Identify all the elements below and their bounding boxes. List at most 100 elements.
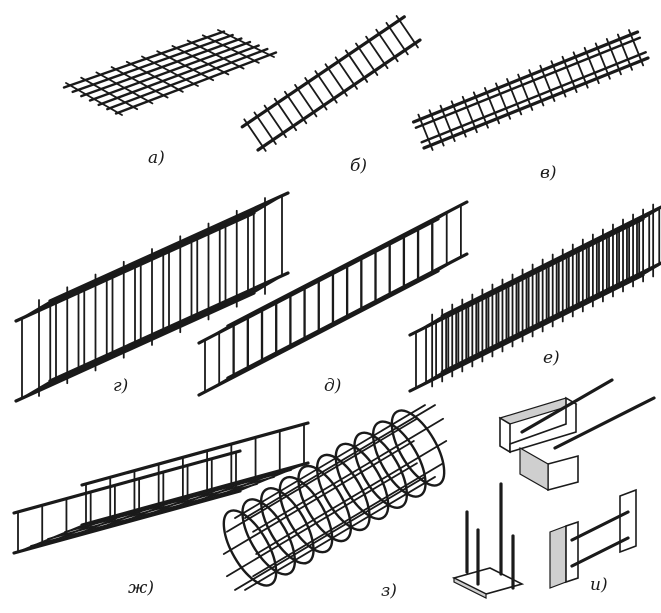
mesh-transverse-bar <box>171 45 230 76</box>
spiral-turn <box>390 409 446 487</box>
channel-top-face <box>498 397 578 425</box>
cage-longitudinal-bar <box>440 205 661 318</box>
u-cage-top-bar <box>12 449 242 515</box>
u-cage-stirrup <box>17 523 87 553</box>
u-cage-stirrup <box>235 463 305 493</box>
frame-transverse-bar <box>365 35 389 70</box>
side-plate-edge <box>549 525 567 589</box>
frame-longitudinal-bar <box>422 56 650 150</box>
spiral-turn <box>278 475 334 554</box>
frame-transverse-bar <box>594 42 611 80</box>
label-e: е) <box>543 348 560 368</box>
spatial-cage-e <box>408 203 661 393</box>
spiral-turn <box>353 431 409 509</box>
u-cage-stirrup <box>138 489 209 520</box>
frame-transverse-bar <box>550 60 567 98</box>
frame-transverse-bar <box>539 64 556 102</box>
frame-transverse-bar <box>528 69 545 107</box>
label-i: и) <box>590 575 608 595</box>
frame-transverse-bar <box>506 78 523 116</box>
anchor-rod <box>570 536 630 568</box>
mesh-transverse-bar <box>156 50 215 82</box>
frame-transverse-bar <box>616 33 633 71</box>
spiral-turn <box>371 420 427 498</box>
u-cage-stirrup <box>89 503 160 533</box>
mesh-longitudinal-bar <box>114 51 278 115</box>
embedded-parts-i <box>451 378 656 599</box>
frame-transverse-bar <box>314 70 338 104</box>
channel-bottom <box>509 396 577 454</box>
flat-mesh-a <box>62 29 278 116</box>
frame-transverse-bar <box>334 56 358 90</box>
frame-transverse-bar <box>243 118 267 152</box>
frame-transverse-bar <box>483 87 500 125</box>
anchor-rod <box>553 396 656 450</box>
cage-stirrup <box>431 256 462 275</box>
ladder-frame-v <box>411 29 650 151</box>
mesh-transverse-bar <box>65 82 123 116</box>
spatial-cage-g <box>14 191 290 403</box>
frame-transverse-bar <box>375 28 399 63</box>
spatial-cage-d <box>197 200 469 397</box>
frame-longitudinal-bar <box>420 51 647 144</box>
frame-transverse-bar <box>561 55 578 93</box>
frame-transverse-bar <box>417 113 434 151</box>
mesh-longitudinal-bar <box>106 47 269 111</box>
u-cage-zh <box>12 421 310 555</box>
spiral-turn <box>241 498 297 576</box>
spiral-turn <box>315 453 371 532</box>
spiral-longitudinal-bar <box>225 462 418 578</box>
frame-transverse-bar <box>605 38 622 76</box>
u-cage-stirrup <box>113 496 184 527</box>
frame-transverse-bar <box>439 104 456 142</box>
mesh-longitudinal-bar <box>62 30 226 89</box>
frame-transverse-bar <box>472 91 489 129</box>
anchor-rod <box>570 510 630 542</box>
mesh-transverse-bar <box>141 55 199 87</box>
frame-transverse-bar <box>572 51 589 89</box>
frame-transverse-bar <box>263 104 287 138</box>
u-cage-bottom-bar <box>12 489 242 555</box>
spiral-cage-z <box>222 404 448 591</box>
frame-longitudinal-bar <box>256 38 422 152</box>
frame-transverse-bar <box>324 63 348 97</box>
label-zh: ж) <box>128 578 154 598</box>
spiral-turn <box>222 509 278 587</box>
mesh-transverse-bar <box>201 34 260 64</box>
frame-transverse-bar <box>450 100 467 138</box>
label-v: в) <box>540 163 557 183</box>
u-cage-bottom-bar <box>64 469 292 533</box>
frame-longitudinal-bar <box>414 36 642 129</box>
u-cage-stirrup <box>162 483 233 513</box>
spiral-turn <box>334 442 390 521</box>
label-a: а) <box>148 148 165 168</box>
spiral-longitudinal-bar <box>252 462 445 578</box>
frame-transverse-bar <box>628 29 645 67</box>
frame-transverse-bar <box>495 82 512 120</box>
side-plate <box>565 520 579 584</box>
base-plate-edge <box>453 577 487 599</box>
u-cage-stirrup <box>186 476 257 507</box>
frame-transverse-bar <box>284 90 308 125</box>
frame-longitudinal-bar <box>411 30 640 124</box>
spiral-longitudinal-bar <box>225 417 418 533</box>
frame-transverse-bar <box>385 21 409 56</box>
frame-transverse-bar <box>517 73 534 111</box>
u-cage-stirrup <box>210 469 281 500</box>
frame-transverse-bar <box>273 97 298 132</box>
frame-transverse-bar <box>253 111 277 145</box>
mesh-transverse-bar <box>125 60 184 93</box>
spiral-longitudinal-bar <box>234 404 426 519</box>
label-z: з) <box>381 581 397 601</box>
cage-stirrup <box>431 204 462 223</box>
ladder-frame-b <box>240 15 422 152</box>
frame-longitudinal-bar <box>240 15 406 129</box>
mesh-transverse-bar <box>95 71 154 105</box>
spiral-longitudinal-bar <box>234 476 426 591</box>
spiral-turn <box>297 464 353 543</box>
u-cage-top-bar <box>80 421 310 487</box>
u-cage-bottom-bar <box>80 461 310 527</box>
channel-left-wall <box>499 416 511 454</box>
mesh-transverse-bar <box>80 76 139 111</box>
